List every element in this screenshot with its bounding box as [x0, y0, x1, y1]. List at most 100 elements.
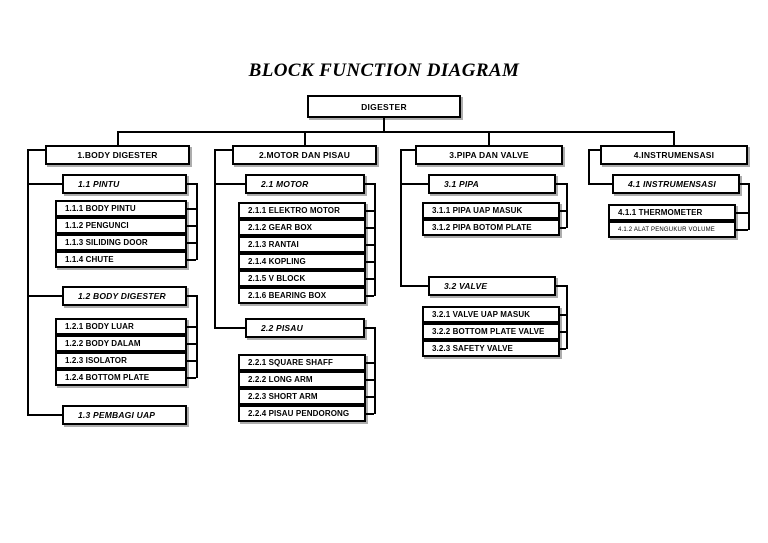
connector-leaf-branch [734, 211, 748, 214]
connector-leaf-branch [364, 412, 374, 415]
node-3-1-2-pipa-botom-plate: 3.1.2 PIPA BOTOM PLATE [422, 219, 560, 236]
node-label: 4.1.1 THERMOMETER [618, 208, 703, 217]
connector-leaf-branch [185, 258, 196, 261]
node-2-2-4-pisau-pendorong: 2.2.4 PISAU PENDORONG [238, 405, 366, 422]
connector-leaf-branch [558, 209, 566, 212]
node-label: 1.2.4 BOTTOM PLATE [65, 373, 150, 382]
connector-group-branch [27, 414, 64, 416]
node-label: 2.1.4 KOPLING [248, 257, 306, 266]
connector-header-drop [116, 131, 119, 145]
node-label: DIGESTER [361, 101, 407, 112]
node-label: 2.2.2 LONG ARM [248, 375, 313, 384]
connector-group-to-bus [363, 183, 374, 185]
connector-leaf-branch [364, 378, 374, 381]
connector-leaf-branch [185, 359, 196, 362]
connector-header-drop [673, 131, 675, 145]
node-1-3-pembagi-uap: 1.3 PEMBAGI UAP [62, 405, 187, 425]
connector-column-trunk [27, 149, 29, 415]
node-1-1-3-siliding-door: 1.1.3 SILIDING DOOR [55, 234, 187, 251]
connector-leaf-branch [185, 224, 196, 227]
connector-leaf-bus [374, 183, 376, 296]
node-3-1-1-pipa-uap-masuk: 3.1.1 PIPA UAP MASUK [422, 202, 560, 219]
node-4-1-2-alat-pengukur-volume: 4.1.2 ALAT PENGUKUR VOLUME [608, 221, 736, 238]
connector-trunk-top [214, 149, 234, 151]
connector-leaf-bus [748, 183, 750, 230]
node-2-1-motor: 2.1 MOTOR [245, 174, 365, 194]
node-2-motor-dan-pisau: 2.MOTOR DAN PISAU [232, 145, 377, 165]
connector-group-branch [27, 183, 64, 185]
node-2-2-pisau: 2.2 PISAU [245, 318, 365, 338]
node-digester: DIGESTER [307, 95, 461, 118]
connector-leaf-bus [566, 183, 568, 228]
node-label: 1.BODY DIGESTER [77, 150, 158, 160]
connector-leaf-branch [364, 395, 374, 398]
node-3-pipa-dan-valve: 3.PIPA DAN VALVE [415, 145, 563, 165]
node-2-2-1-square-shaff: 2.2.1 SQUARE SHAFF [238, 354, 366, 371]
node-1-1-pintu: 1.1 PINTU [62, 174, 187, 194]
node-1-1-2-pengunci: 1.1.2 PENGUNCI [55, 217, 187, 234]
connector-header-drop [303, 131, 306, 145]
page-title: BLOCK FUNCTION DIAGRAM [248, 60, 520, 81]
node-2-1-4-kopling: 2.1.4 KOPLING [238, 253, 366, 270]
connector-group-to-bus [363, 327, 374, 329]
connector-leaf-branch [734, 228, 748, 231]
connector-leaf-branch [185, 325, 196, 328]
connector-group-to-bus [185, 183, 196, 185]
node-label: 3.PIPA DAN VALVE [449, 150, 529, 160]
connector-leaf-branch [364, 209, 374, 212]
node-4-instrumensasi: 4.INSTRUMENSASI [600, 145, 748, 165]
node-label: 2.2.1 SQUARE SHAFF [248, 358, 333, 367]
node-1-2-4-bottom-plate: 1.2.4 BOTTOM PLATE [55, 369, 187, 386]
node-label: 3.1.1 PIPA UAP MASUK [432, 206, 523, 215]
node-4-1-instrumensasi: 4.1 INSTRUMENSASI [612, 174, 740, 194]
connector-leaf-branch [364, 243, 374, 246]
node-label: 2.1 MOTOR [261, 179, 309, 189]
connector-leaf-bus [196, 295, 198, 378]
connector-leaf-branch [364, 277, 374, 280]
node-label: 3.2.2 BOTTOM PLATE VALVE [432, 327, 545, 336]
node-2-1-2-gear-box: 2.1.2 GEAR BOX [238, 219, 366, 236]
node-2-2-3-short-arm: 2.2.3 SHORT ARM [238, 388, 366, 405]
connector-group-to-bus [554, 183, 566, 185]
node-label: 1.2.2 BODY DALAM [65, 339, 141, 348]
connector-leaf-branch [364, 361, 374, 364]
connector-group-branch [588, 183, 614, 185]
node-label: 2.1.5 V BLOCK [248, 274, 306, 283]
node-1-2-2-body-dalam: 1.2.2 BODY DALAM [55, 335, 187, 352]
connector-trunk-top [400, 149, 417, 151]
connector-leaf-branch [185, 241, 196, 244]
node-3-2-1-valve-uap-masuk: 3.2.1 VALVE UAP MASUK [422, 306, 560, 323]
node-label: 2.1.3 RANTAI [248, 240, 299, 249]
connector-leaf-branch [364, 294, 374, 297]
connector-leaf-branch [185, 376, 196, 379]
connector-column-trunk [588, 149, 590, 184]
node-label: 4.INSTRUMENSASI [633, 150, 715, 160]
node-2-1-1-elektro-motor: 2.1.1 ELEKTRO MOTOR [238, 202, 366, 219]
node-label: 2.1.1 ELEKTRO MOTOR [248, 206, 340, 215]
node-label: 2.MOTOR DAN PISAU [258, 150, 351, 160]
connector-trunk-top [588, 149, 602, 151]
node-label: 1.2.3 ISOLATOR [65, 356, 128, 365]
connector-group-branch [214, 183, 247, 185]
node-1-2-1-body-luar: 1.2.1 BODY LUAR [55, 318, 187, 335]
node-2-1-6-bearing-box: 2.1.6 BEARING BOX [238, 287, 366, 304]
node-label: 2.2.4 PISAU PENDORONG [248, 409, 350, 418]
node-label: 3.2 VALVE [444, 281, 488, 291]
node-label: 2.1.2 GEAR BOX [248, 223, 313, 232]
connector-trunk-top [27, 149, 47, 151]
node-label: 1.2 BODY DIGESTER [78, 291, 166, 301]
node-1-body-digester: 1.BODY DIGESTER [45, 145, 190, 165]
connector-leaf-bus [374, 327, 376, 414]
node-label: 1.1.1 BODY PINTU [65, 204, 136, 213]
node-label: 3.1.2 PIPA BOTOM PLATE [432, 223, 532, 232]
node-label: 1.3 PEMBAGI UAP [78, 410, 156, 420]
node-3-1-pipa: 3.1 PIPA [428, 174, 556, 194]
connector-header-drop [488, 131, 490, 145]
node-1-1-4-chute: 1.1.4 CHUTE [55, 251, 187, 268]
connector-leaf-branch [185, 207, 196, 210]
node-label: 4.1.2 ALAT PENGUKUR VOLUME [618, 226, 716, 233]
connector-group-to-bus [185, 295, 196, 297]
node-2-2-2-long-arm: 2.2.2 LONG ARM [238, 371, 366, 388]
connector-column-trunk [400, 149, 402, 286]
